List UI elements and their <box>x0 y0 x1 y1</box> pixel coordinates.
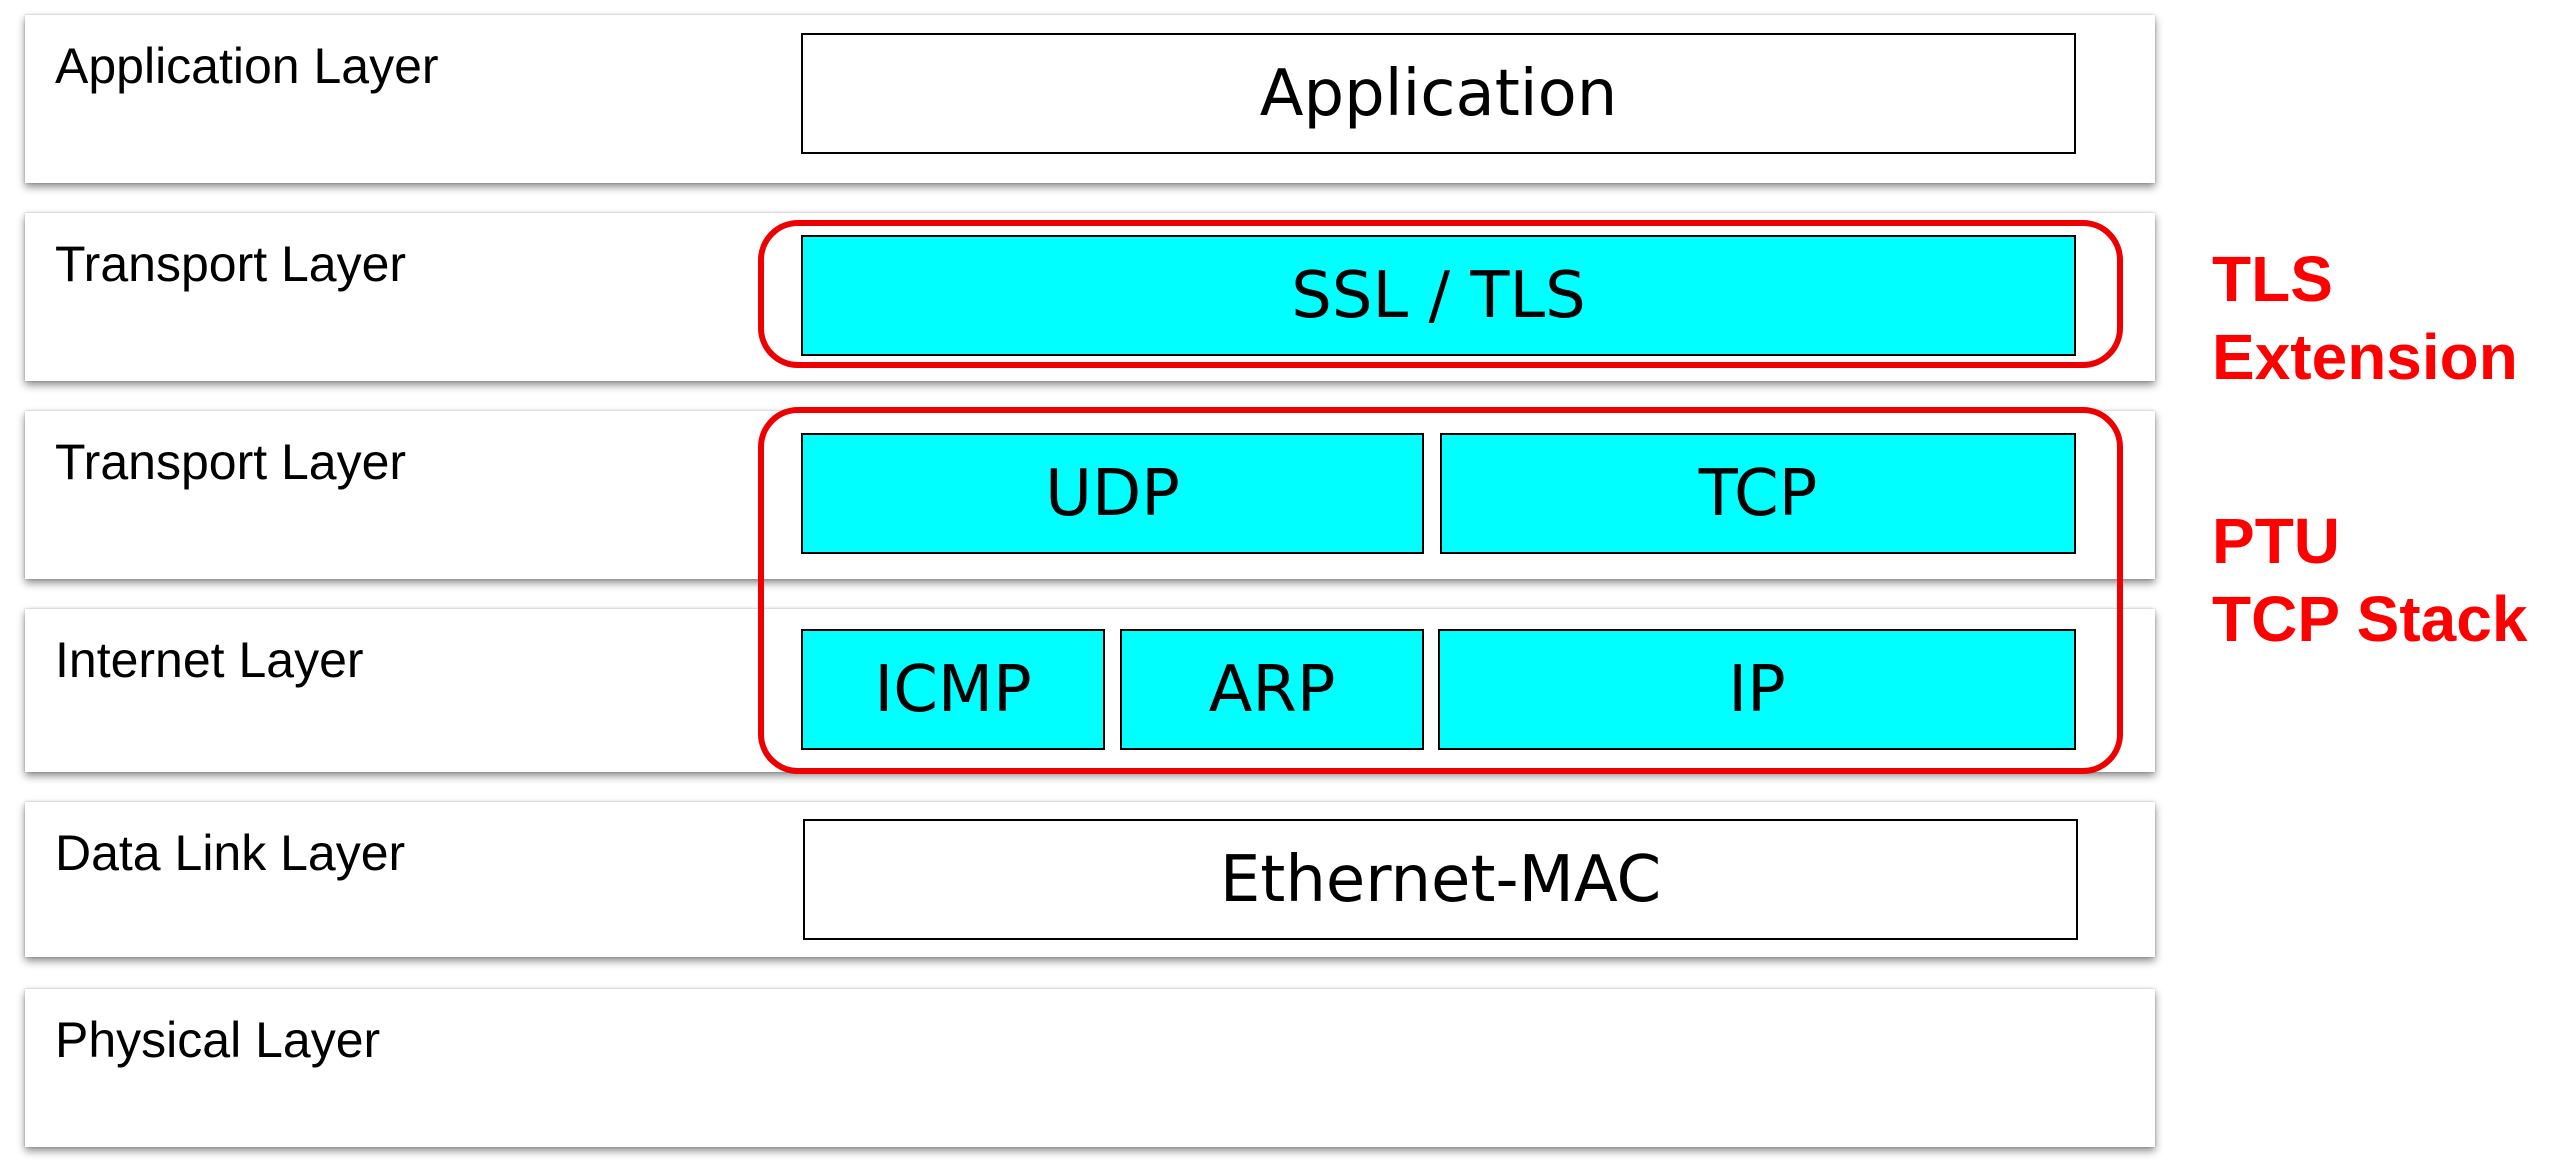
layer-label-application: Application Layer <box>55 38 439 94</box>
protocol-box-udp: UDP <box>801 433 1424 554</box>
ptu-tcp-stack-annotation-line-1: PTU <box>2212 505 2340 577</box>
layer-label-data-link: Data Link Layer <box>55 825 406 881</box>
protocol-box-ethernet-mac: Ethernet-MAC <box>803 819 2078 940</box>
ptu-tcp-stack-highlight-frame <box>758 407 2123 774</box>
tls-extension-highlight-frame <box>758 220 2123 368</box>
layer-label-physical: Physical Layer <box>55 1012 381 1068</box>
protocol-box-ip: IP <box>1438 629 2076 750</box>
ptu-tcp-stack-annotation: PTU TCP Stack <box>2212 502 2527 658</box>
tls-extension-annotation: TLS Extension <box>2212 240 2518 396</box>
ptu-tcp-stack-annotation-line-2: TCP Stack <box>2212 583 2528 655</box>
layer-label-internet: Internet Layer <box>55 632 364 688</box>
protocol-box-ssl-tls: SSL / TLS <box>801 235 2076 356</box>
protocol-box-application: Application <box>801 33 2076 154</box>
protocol-box-arp: ARP <box>1120 629 1424 750</box>
tls-extension-annotation-line-1: TLS <box>2212 243 2333 315</box>
tls-extension-annotation-line-2: Extension <box>2212 321 2518 393</box>
layer-label-transport-lower: Transport Layer <box>55 434 407 490</box>
layer-label-transport-upper: Transport Layer <box>55 236 407 292</box>
layer-band-physical: Physical Layer <box>25 989 2155 1147</box>
protocol-box-icmp: ICMP <box>801 629 1105 750</box>
protocol-box-tcp: TCP <box>1440 433 2076 554</box>
